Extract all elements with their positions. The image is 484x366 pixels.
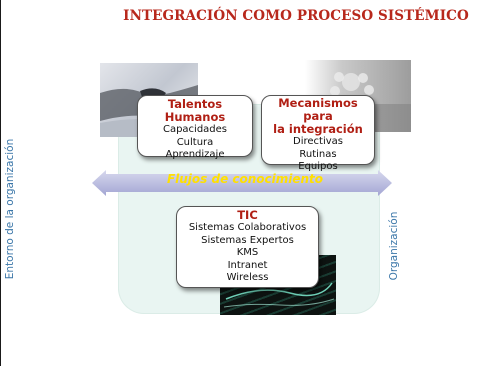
mecanismos-item: Directivas xyxy=(293,136,343,147)
tic-item: Sistemas Expertos xyxy=(201,234,294,246)
organizacion-label: Organización xyxy=(388,211,400,281)
talentos-item: Aprendizaje xyxy=(165,149,225,160)
entorno-label: Entorno de la organización xyxy=(4,138,16,280)
mecanismos-title-line2: la integración xyxy=(273,122,363,136)
mecanismos-item: Rutinas xyxy=(299,148,337,160)
talentos-humanos-box: Talentos Humanos Capacidades Cultura Apr… xyxy=(137,95,253,160)
mecanismos-title-line1: Mecanismos para xyxy=(278,96,358,123)
talentos-item: Cultura xyxy=(176,136,214,148)
tic-box: TIC Sistemas Colaborativos Sistemas Expe… xyxy=(176,206,319,288)
flow-label: Flujos de conocimiento xyxy=(166,172,324,186)
mecanismos-item: Equipos xyxy=(298,161,338,172)
tic-item: Intranet xyxy=(227,259,268,271)
screen-illustration xyxy=(223,282,335,308)
slide-title: INTEGRACIÓN COMO PROCESO SISTÉMICO xyxy=(123,8,469,24)
tic-item: KMS xyxy=(236,247,259,258)
flow-arrow xyxy=(92,170,392,196)
talentos-title: Talentos Humanos xyxy=(164,97,226,124)
talentos-item: Capacidades xyxy=(162,124,228,135)
tic-title: TIC xyxy=(237,208,258,222)
tic-item: Wireless xyxy=(226,272,269,283)
mecanismos-integracion-box: Mecanismos para la integración Directiva… xyxy=(261,95,375,172)
tic-item: Sistemas Colaborativos xyxy=(188,222,307,233)
left-border-rule xyxy=(0,0,1,366)
